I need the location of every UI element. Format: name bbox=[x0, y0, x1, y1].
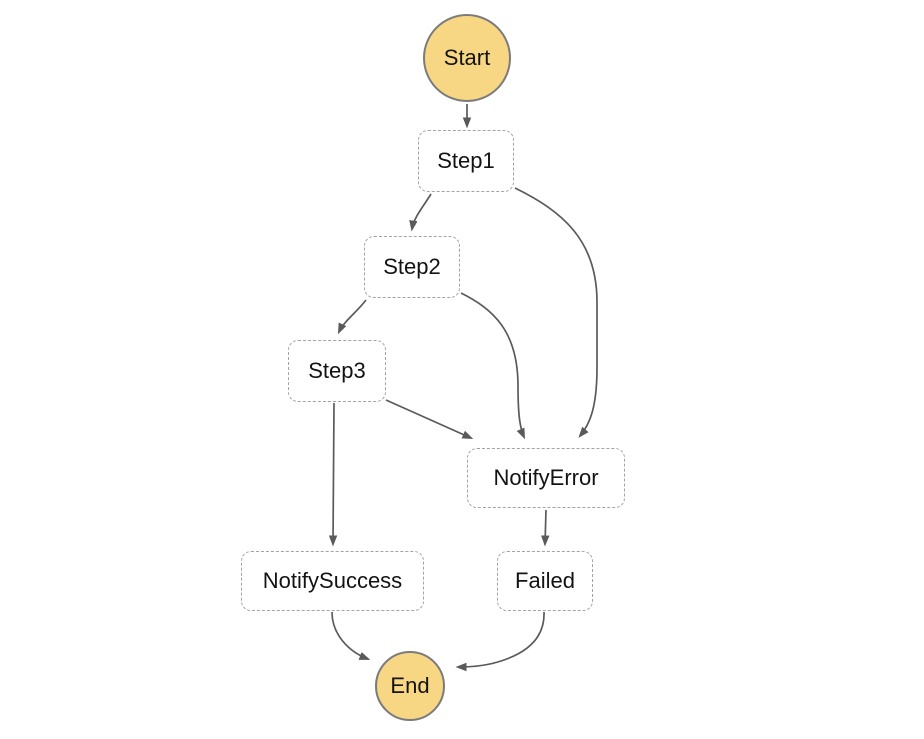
node-notify-success[interactable]: NotifySuccess bbox=[241, 551, 424, 611]
node-notify-error-label: NotifyError bbox=[493, 465, 599, 490]
node-step3[interactable]: Step3 bbox=[288, 340, 386, 402]
node-step3-label: Step3 bbox=[308, 358, 366, 383]
edge-step3-notifyerror bbox=[385, 399, 474, 440]
node-start: Start bbox=[423, 14, 511, 102]
edge-step2-step3 bbox=[337, 299, 367, 335]
node-notify-success-label: NotifySuccess bbox=[262, 568, 403, 593]
edge-notifysuccess-end bbox=[331, 611, 371, 660]
node-end: End bbox=[375, 651, 445, 721]
edge-notifyerror-failed bbox=[541, 509, 550, 547]
edge-step1-notifyerror bbox=[514, 187, 598, 438]
node-failed[interactable]: Failed bbox=[497, 551, 593, 611]
node-end-label: End bbox=[390, 673, 430, 698]
node-step2[interactable]: Step2 bbox=[364, 236, 460, 298]
edge-step3-notifysuccess bbox=[328, 402, 338, 547]
node-step2-label: Step2 bbox=[383, 254, 441, 279]
edge-failed-end bbox=[455, 611, 545, 672]
node-step1-label: Step1 bbox=[437, 148, 495, 173]
node-failed-label: Failed bbox=[515, 568, 575, 593]
edge-step1-step2 bbox=[409, 193, 432, 232]
edge-step2-notifyerror bbox=[460, 292, 526, 440]
node-start-label: Start bbox=[443, 45, 491, 70]
node-step1[interactable]: Step1 bbox=[418, 130, 514, 192]
node-notify-error[interactable]: NotifyError bbox=[467, 448, 625, 508]
